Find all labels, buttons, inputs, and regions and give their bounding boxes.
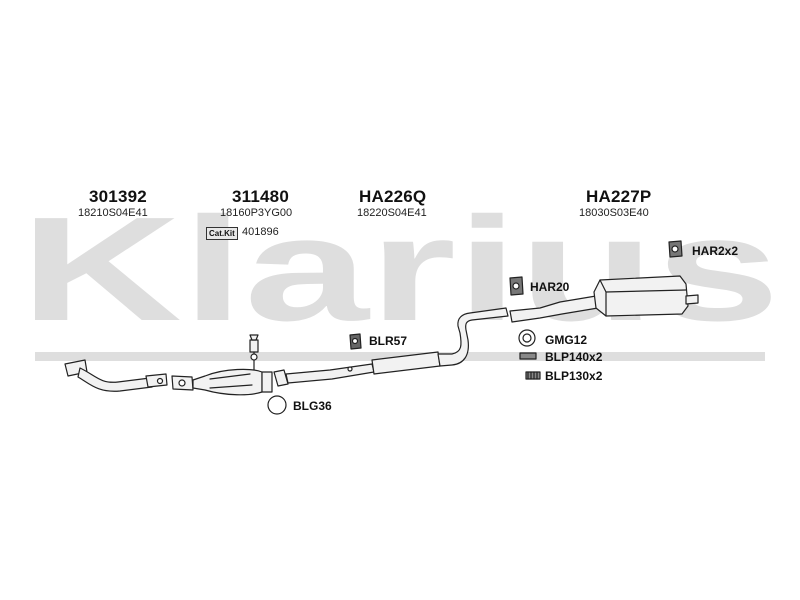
oem-number-ha227p: 18030S03E40 (579, 207, 649, 219)
part-number-ha227p[interactable]: HA227P (586, 187, 652, 206)
blr57-icon (349, 333, 362, 350)
label-blr57[interactable]: BLR57 (369, 334, 408, 348)
label-har20[interactable]: HAR20 (530, 280, 570, 294)
label-gmg12[interactable]: GMG12 (545, 333, 588, 347)
middle-pipe-ha226q (273, 307, 509, 387)
blp130x2-icon (525, 371, 541, 380)
catalytic-converter-311480 (171, 334, 273, 396)
rear-silencer-ha227p (509, 275, 699, 323)
label-blp130x2[interactable]: BLP130x2 (545, 369, 603, 383)
watermark-text: Klarius (20, 187, 780, 352)
front-pipe-301392 (64, 359, 168, 392)
har2x2-icon (668, 240, 683, 258)
part-number-311480[interactable]: 311480 (232, 187, 289, 206)
part-number-301392[interactable]: 301392 (89, 187, 147, 206)
har20-icon (509, 276, 524, 296)
label-har2x2[interactable]: HAR2x2 (692, 244, 739, 258)
part-number-ha226q[interactable]: HA226Q (359, 187, 427, 206)
label-blp140x2[interactable]: BLP140x2 (545, 350, 603, 364)
oem-number-311480: 18160P3YG00 (220, 207, 293, 219)
blp140x2-icon (519, 352, 537, 360)
oem-number-301392: 18210S04E41 (78, 207, 148, 219)
blg36-icon (267, 395, 287, 415)
label-blg36[interactable]: BLG36 (293, 399, 332, 413)
oem-number-ha226q: 18220S04E41 (357, 207, 427, 219)
gmg12-icon (518, 329, 536, 347)
cat-kit-number[interactable]: 401896 (242, 226, 279, 238)
cat-kit-badge: Cat.Kit (206, 227, 238, 240)
